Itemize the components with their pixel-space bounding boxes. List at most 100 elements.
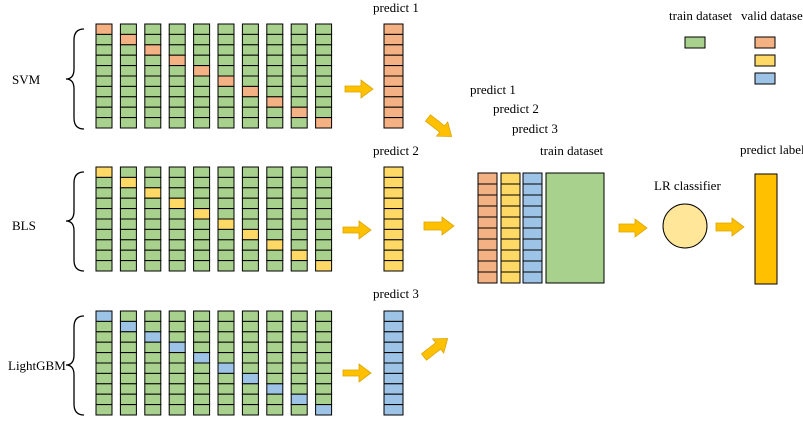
prediction-cell [383, 228, 404, 241]
train-fold-cell [95, 393, 113, 406]
prediction-cell [383, 33, 404, 46]
train-fold-cell [266, 228, 284, 241]
train-fold-cell [168, 187, 186, 199]
valid-fold-cell [217, 362, 235, 374]
prediction-cell [383, 117, 404, 129]
valid-fold-cell [168, 197, 186, 210]
train-fold-cell [144, 239, 162, 251]
train-fold-cell [95, 218, 113, 230]
train-fold-cell [241, 218, 259, 230]
predict-column-1 [383, 23, 404, 129]
train-fold-cell [290, 341, 308, 354]
valid-fold-cell [290, 393, 308, 406]
train-fold-cell [193, 197, 211, 210]
train-fold-cell [193, 249, 211, 262]
prediction-cell [383, 218, 404, 230]
train-fold-cell [266, 33, 284, 46]
train-fold-cell [144, 341, 162, 354]
train-fold-cell [290, 187, 308, 199]
train-fold-cell [217, 352, 235, 364]
train-fold-cell [266, 187, 284, 199]
stacked-prediction-cell [522, 194, 543, 207]
train-fold-cell [290, 75, 308, 87]
train-fold-cell [119, 260, 137, 272]
train-fold-cell [193, 96, 211, 108]
train-fold-cell [241, 44, 259, 56]
train-fold-cell [144, 197, 162, 210]
valid-fold-cell [168, 54, 186, 67]
stacked-prediction-cell [522, 260, 543, 273]
train-fold-cell [217, 239, 235, 251]
train-fold-cell [168, 383, 186, 395]
train-fold-cell [217, 166, 235, 178]
train-fold-cell [315, 341, 333, 354]
prediction-cell [383, 65, 404, 77]
train-fold-cell [217, 208, 235, 220]
arrow-grid-to-predict-3 [342, 363, 372, 383]
train-fold-cell [144, 404, 162, 416]
train-fold-cell [95, 54, 113, 67]
train-fold-cell [290, 65, 308, 77]
stacked-prediction-columns [477, 172, 543, 284]
arrow-grid-to-predict-1 [344, 79, 374, 99]
train-fold-cell [95, 65, 113, 77]
train-fold-cell [168, 44, 186, 56]
valid-fold-cell [144, 44, 162, 56]
prediction-cell [383, 393, 404, 406]
train-fold-cell [193, 106, 211, 119]
train-fold-cell [217, 96, 235, 108]
train-fold-cell [119, 239, 137, 251]
train-fold-cell [95, 331, 113, 343]
train-fold-cell [266, 218, 284, 230]
train-fold-cell [119, 362, 137, 374]
train-fold-cell [193, 310, 211, 322]
valid-fold-cell [241, 85, 259, 98]
train-fold-cell [315, 106, 333, 119]
train-fold-cell [119, 23, 137, 35]
stacked-prediction-cell [477, 260, 498, 273]
train-fold-cell [193, 117, 211, 129]
train-fold-cell [168, 117, 186, 129]
train-fold-cell [95, 106, 113, 119]
train-fold-cell [217, 106, 235, 119]
model-label-bls: BLS [12, 218, 36, 233]
legend-valid-lightgbm-swatch [754, 72, 776, 85]
predict-column-3 [383, 310, 404, 416]
prediction-cell [383, 54, 404, 67]
train-fold-cell [241, 33, 259, 46]
valid-fold-cell [144, 187, 162, 199]
prediction-cell [383, 341, 404, 354]
valid-fold-cell [95, 23, 113, 35]
train-fold-cell [119, 352, 137, 364]
train-fold-cell [266, 106, 284, 119]
train-fold-cell [217, 54, 235, 67]
train-fold-cell [95, 197, 113, 210]
prediction-cell [383, 331, 404, 343]
train-fold-cell [119, 96, 137, 108]
train-fold-cell [168, 208, 186, 220]
prediction-cell [383, 249, 404, 262]
prediction-cell [383, 166, 404, 178]
train-fold-cell [144, 393, 162, 406]
train-fold-cell [168, 106, 186, 119]
arrow-grid-to-predict-2 [342, 220, 372, 240]
train-fold-cell [290, 372, 308, 385]
train-fold-cell [290, 404, 308, 416]
train-fold-cell [241, 331, 259, 343]
prediction-cell [383, 85, 404, 98]
train-fold-cell [266, 331, 284, 343]
valid-fold-cell [119, 33, 137, 46]
train-fold-cell [144, 310, 162, 322]
train-fold-cell [144, 383, 162, 395]
train-fold-cell [217, 117, 235, 129]
train-fold-cell [241, 117, 259, 129]
valid-fold-cell [95, 166, 113, 178]
train-fold-cell [290, 54, 308, 67]
train-fold-cell [290, 197, 308, 210]
train-fold-cell [119, 75, 137, 87]
valid-fold-cell [168, 341, 186, 354]
train-fold-cell [266, 362, 284, 374]
arrow-predict-1-to-stack [424, 114, 453, 137]
prediction-cell [383, 362, 404, 374]
